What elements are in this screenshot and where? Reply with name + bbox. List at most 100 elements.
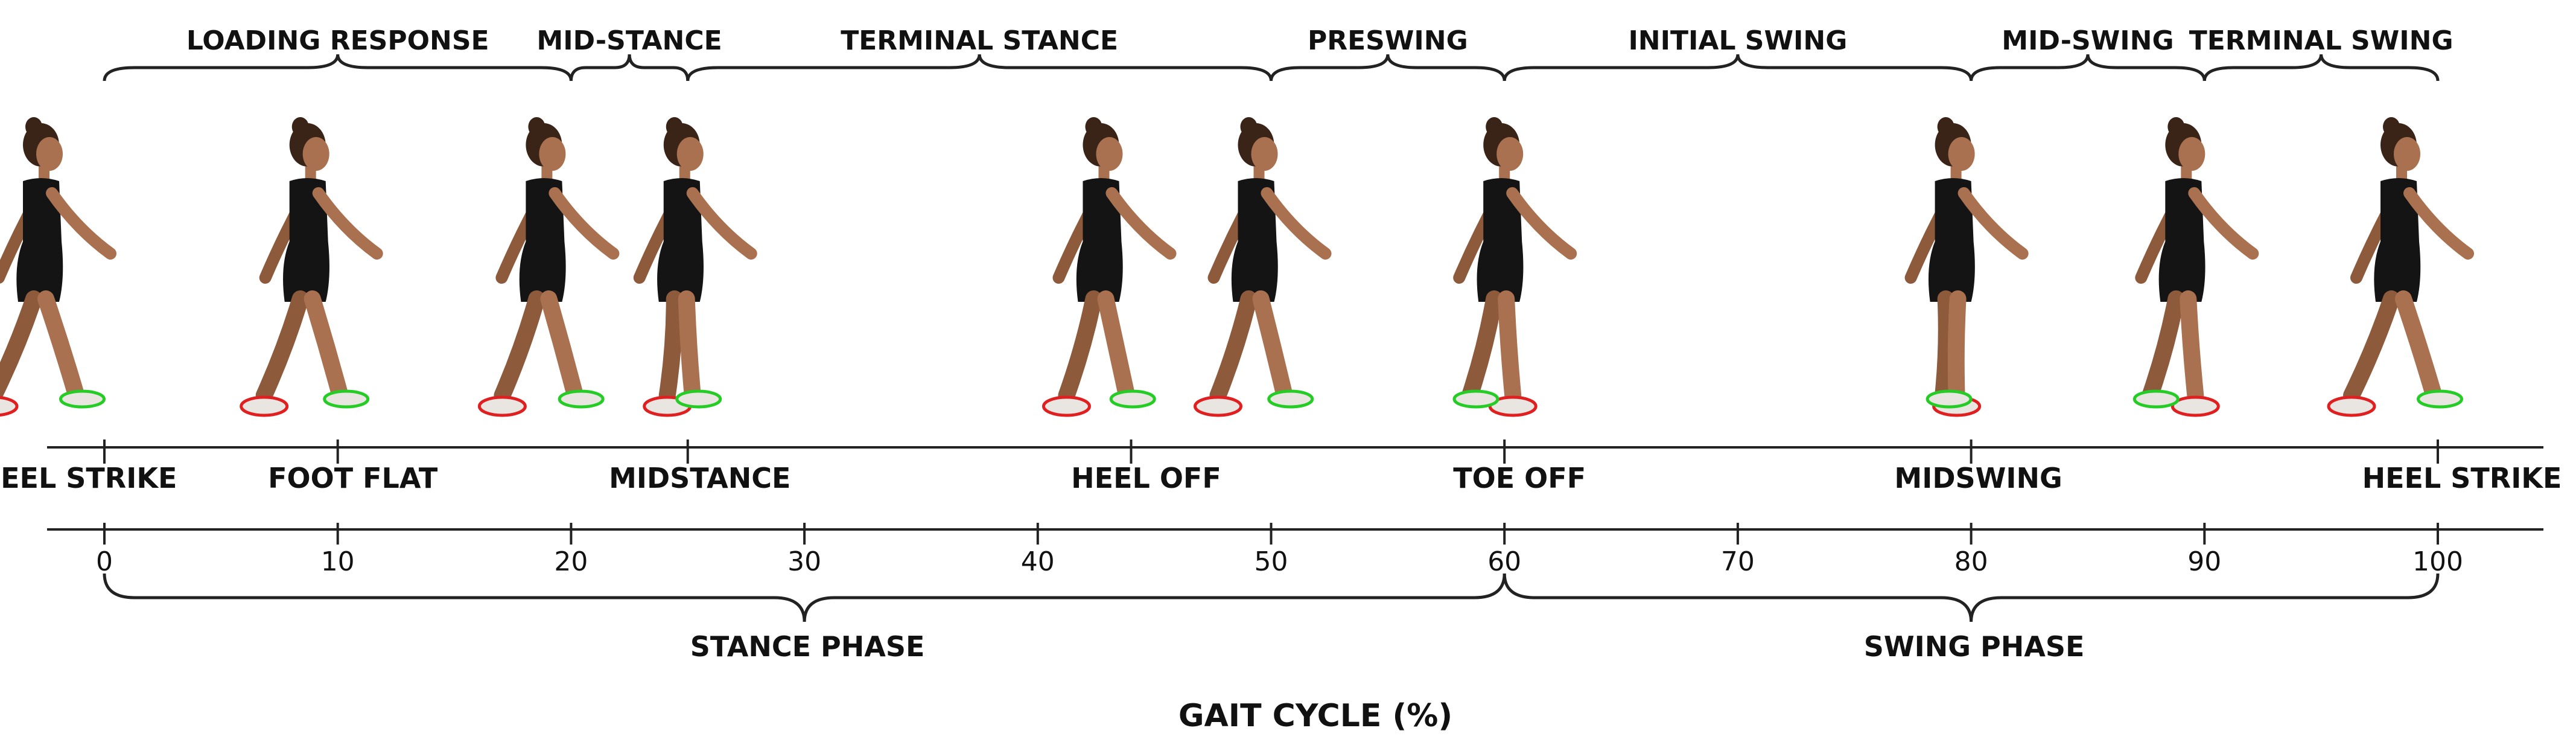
right-foot-shoe [477,395,527,417]
figure-head [1948,137,1975,171]
figure-front-arm [1506,187,1577,260]
left-foot-shoe [1267,389,1314,409]
axis-title: GAIT CYCLE (%) [1178,698,1452,734]
right-foot-shoe [1194,395,1242,417]
figure-torso [519,178,566,302]
axis-tick-label: 60 [1487,546,1521,577]
subphase-brace [569,54,690,81]
axis-tick-label: 100 [2412,546,2463,577]
figure-head [2178,137,2206,171]
figure-hair-bun [1240,117,1258,136]
event-label: HEEL STRIKE [2362,462,2562,494]
figure-hair-bun [1937,117,1954,136]
figure-front-leg [1947,290,1967,404]
phase-braces: STANCE PHASE SWING PHASE [103,573,2440,663]
figure-torso [2158,178,2206,302]
event-heel-strike: HEEL STRIKE [2362,439,2562,494]
right-foot-shoe [1042,395,1091,417]
walking-figure [240,117,383,417]
figure-head [676,137,704,171]
event-midstance: MIDSTANCE [609,439,790,494]
walking-figure [2327,117,2474,417]
figure-torso [1928,178,1975,302]
subphase-label: TERMINAL SWING [2189,25,2454,56]
figure-hair-bun [2383,117,2400,136]
subphase-brace [1970,54,2206,81]
phase-brace [103,573,1506,622]
figure-hair-bun [25,117,42,136]
figure-front-arm [1105,187,1177,260]
figure-back-leg [1461,290,1503,404]
phase-stance-phase: STANCE PHASE [103,573,1506,663]
figure-back-leg [2142,290,2185,404]
walking-figure [1042,117,1177,417]
figure-head [539,137,566,171]
walking-figures [0,117,2474,417]
left-foot-shoe [558,389,605,409]
figure-front-arm [1957,187,2029,260]
phase-brace [1503,573,2440,622]
right-foot-shoe [0,396,19,417]
subphase-label: MID-SWING [2002,25,2174,56]
figure-hair-bun [666,117,683,136]
subphase-label: LOADING RESPONSE [186,25,489,56]
event-label: FOOT FLAT [268,462,438,494]
figure-front-leg [678,290,701,404]
phase-swing-phase: SWING PHASE [1503,573,2440,663]
figure-back-leg [2343,290,2400,404]
subphase-preswing: PRESWING [1270,25,1506,81]
walking-figure [1194,117,1332,417]
event-toe-off: TOE OFF [1453,439,1586,494]
figure-head [1496,137,1524,171]
figure-torso [1076,178,1123,302]
walking-figure [2132,117,2259,417]
figure-head [1251,137,1278,171]
phase-label: STANCE PHASE [690,630,925,663]
subphase-loading-response: LOADING RESPONSE [103,25,573,81]
figure-hair-bun [528,117,545,136]
left-foot-shoe [2132,389,2180,409]
figure-back-leg [1209,290,1258,404]
subphase-brace [2202,54,2440,81]
figure-back-leg [1058,290,1102,404]
figure-front-arm [2188,187,2259,260]
left-foot-shoe [323,389,370,409]
axis-tick-label: 30 [787,546,821,577]
axis-tick-label: 70 [1721,546,1755,577]
subphase-mid-swing: MID-SWING [1970,25,2206,81]
figure-head [2394,137,2420,171]
figure-torso [657,178,704,302]
event-midswing: MIDSWING [1894,439,2062,494]
figure-front-arm [686,187,757,260]
right-foot-shoe [2171,395,2220,417]
event-label: TOE OFF [1453,462,1586,494]
figure-front-arm [549,187,620,260]
subphase-label: INITIAL SWING [1628,25,1847,56]
figure-front-leg [2180,290,2204,404]
figure-torso [1477,178,1524,302]
walking-figure [477,117,620,417]
subphase-brace [686,54,1273,81]
figure-front-leg [1097,290,1136,404]
figure-head [36,137,63,171]
figure-hair-bun [1486,117,1503,136]
figure-front-leg [1498,290,1522,404]
figure-hair-bun [2167,117,2185,136]
phase-label: SWING PHASE [1864,630,2085,663]
figure-front-arm [312,187,383,260]
figure-front-arm [1261,187,1332,260]
left-foot-shoe [59,389,106,409]
axis-tick-label: 40 [1021,546,1055,577]
figure-front-leg [1252,290,1293,404]
figure-back-leg [0,290,42,401]
event-heel-strike: HEEL STRIKE [0,439,177,494]
subphase-initial-swing: INITIAL SWING [1503,25,1973,81]
figure-back-leg [1935,290,1955,404]
walking-figure [1904,117,2029,417]
subphase-mid-stance: MID-STANCE [536,25,722,81]
figure-front-arm [46,187,116,260]
axis-tick-label: 80 [1954,546,1988,577]
